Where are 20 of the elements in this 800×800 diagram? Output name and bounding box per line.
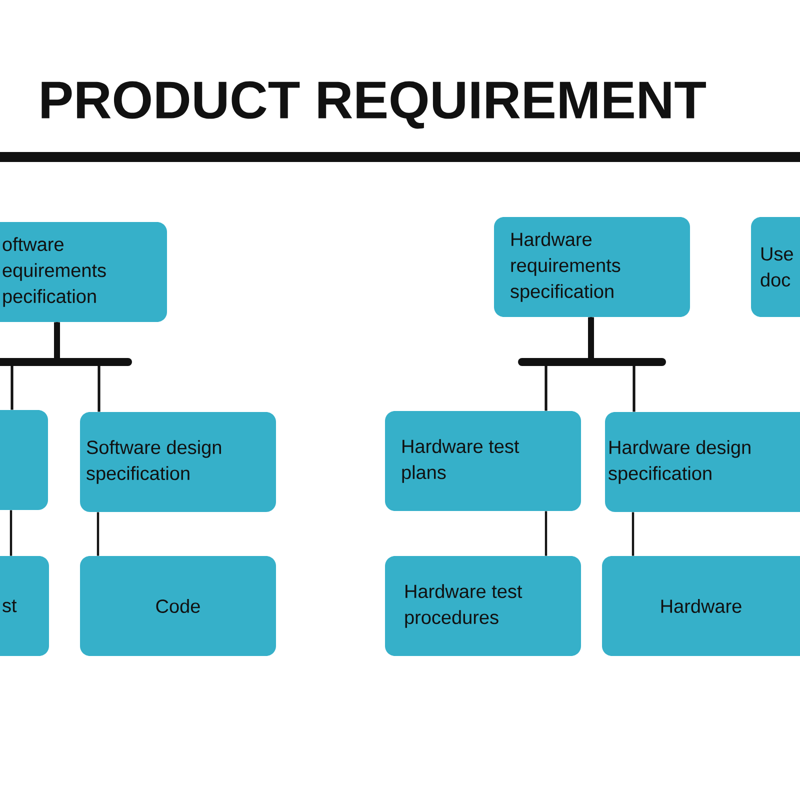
process-box: Hardware test plans bbox=[385, 411, 581, 511]
process-box: Hardware bbox=[602, 556, 800, 656]
connector-trunk bbox=[0, 322, 132, 366]
process-box: Hardware test procedures bbox=[385, 556, 581, 656]
connector-line bbox=[632, 512, 634, 556]
connector-line bbox=[544, 511, 548, 556]
process-box: Hardware design specification bbox=[605, 412, 800, 512]
title: PRODUCT REQUIREMENT bbox=[42, 81, 706, 129]
process-box: Use doc bbox=[751, 217, 800, 317]
process-box: Software design specification bbox=[80, 412, 276, 512]
connector-trunk bbox=[518, 317, 666, 366]
process-box: oftware equirements pecification bbox=[0, 222, 167, 322]
connector-line bbox=[10, 510, 12, 556]
process-box: st bbox=[0, 556, 49, 656]
process-box: Hardware requirements specification bbox=[494, 217, 690, 317]
process-box: Code bbox=[80, 556, 276, 656]
connector-line bbox=[590, 317, 636, 412]
process-box bbox=[0, 410, 48, 510]
connector-line bbox=[56, 322, 100, 412]
connector-line bbox=[96, 512, 100, 556]
